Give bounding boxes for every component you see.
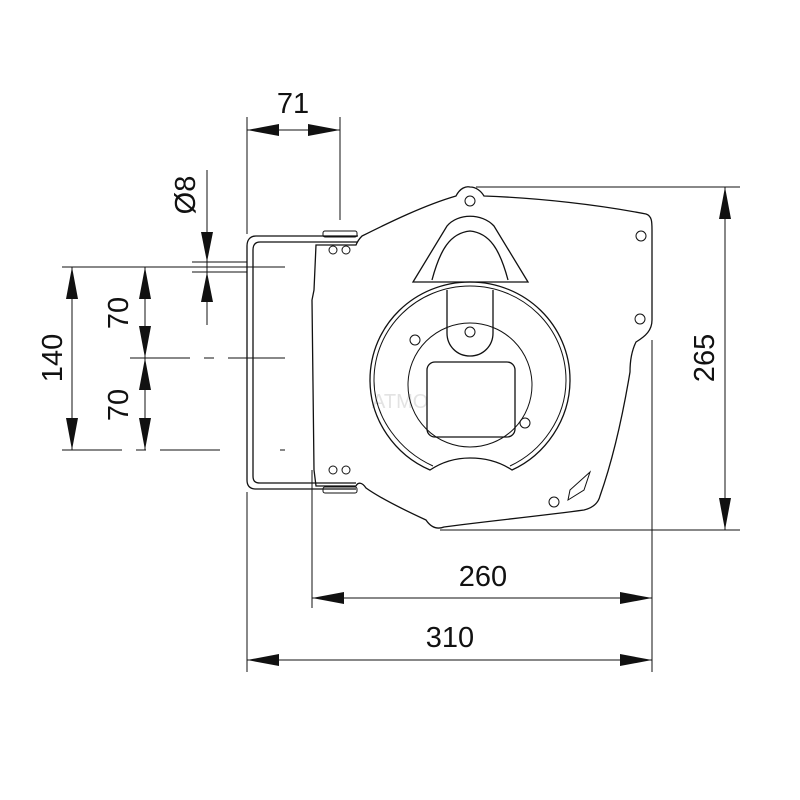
- hole-icon: [341, 465, 351, 475]
- dimension-265: 265: [440, 186, 740, 531]
- dimension-70-upper: 70: [103, 267, 151, 358]
- dimension-260: 260: [311, 340, 653, 672]
- hole-icon: [635, 230, 647, 242]
- dimension-label: 140: [37, 334, 69, 382]
- hole-icon: [409, 334, 421, 346]
- dimension-71: 71: [246, 88, 341, 234]
- dimension-label: 265: [689, 334, 721, 382]
- reel-drum: [369, 281, 571, 471]
- hose-guide-icon: [567, 470, 592, 502]
- reel-body: [311, 186, 653, 529]
- dimension-70-lower: 70: [103, 358, 151, 450]
- hole-icon: [464, 326, 476, 338]
- hole-icon: [519, 417, 531, 429]
- watermark: ATMO: [372, 391, 428, 413]
- hole-icon: [328, 245, 338, 255]
- hole-icon: [464, 195, 476, 207]
- dimension-label: 260: [459, 561, 507, 593]
- hole-icon: [328, 465, 338, 475]
- hole-icon: [341, 245, 351, 255]
- dimension-310: 310: [246, 492, 652, 672]
- dimension-label: Ø8: [170, 176, 202, 215]
- dimension-140: 140: [37, 267, 78, 450]
- hole-icon: [634, 313, 646, 325]
- mounting-holes: [328, 195, 647, 508]
- dimension-label: 70: [103, 389, 135, 421]
- hole-icon: [548, 496, 560, 508]
- dimension-hole-diameter: Ø8: [170, 170, 247, 325]
- carry-handle: [411, 215, 530, 283]
- wall-bracket: [246, 230, 358, 494]
- dimension-label: 310: [426, 622, 474, 654]
- dimension-label: 70: [103, 297, 135, 329]
- dimension-label: 71: [277, 88, 309, 120]
